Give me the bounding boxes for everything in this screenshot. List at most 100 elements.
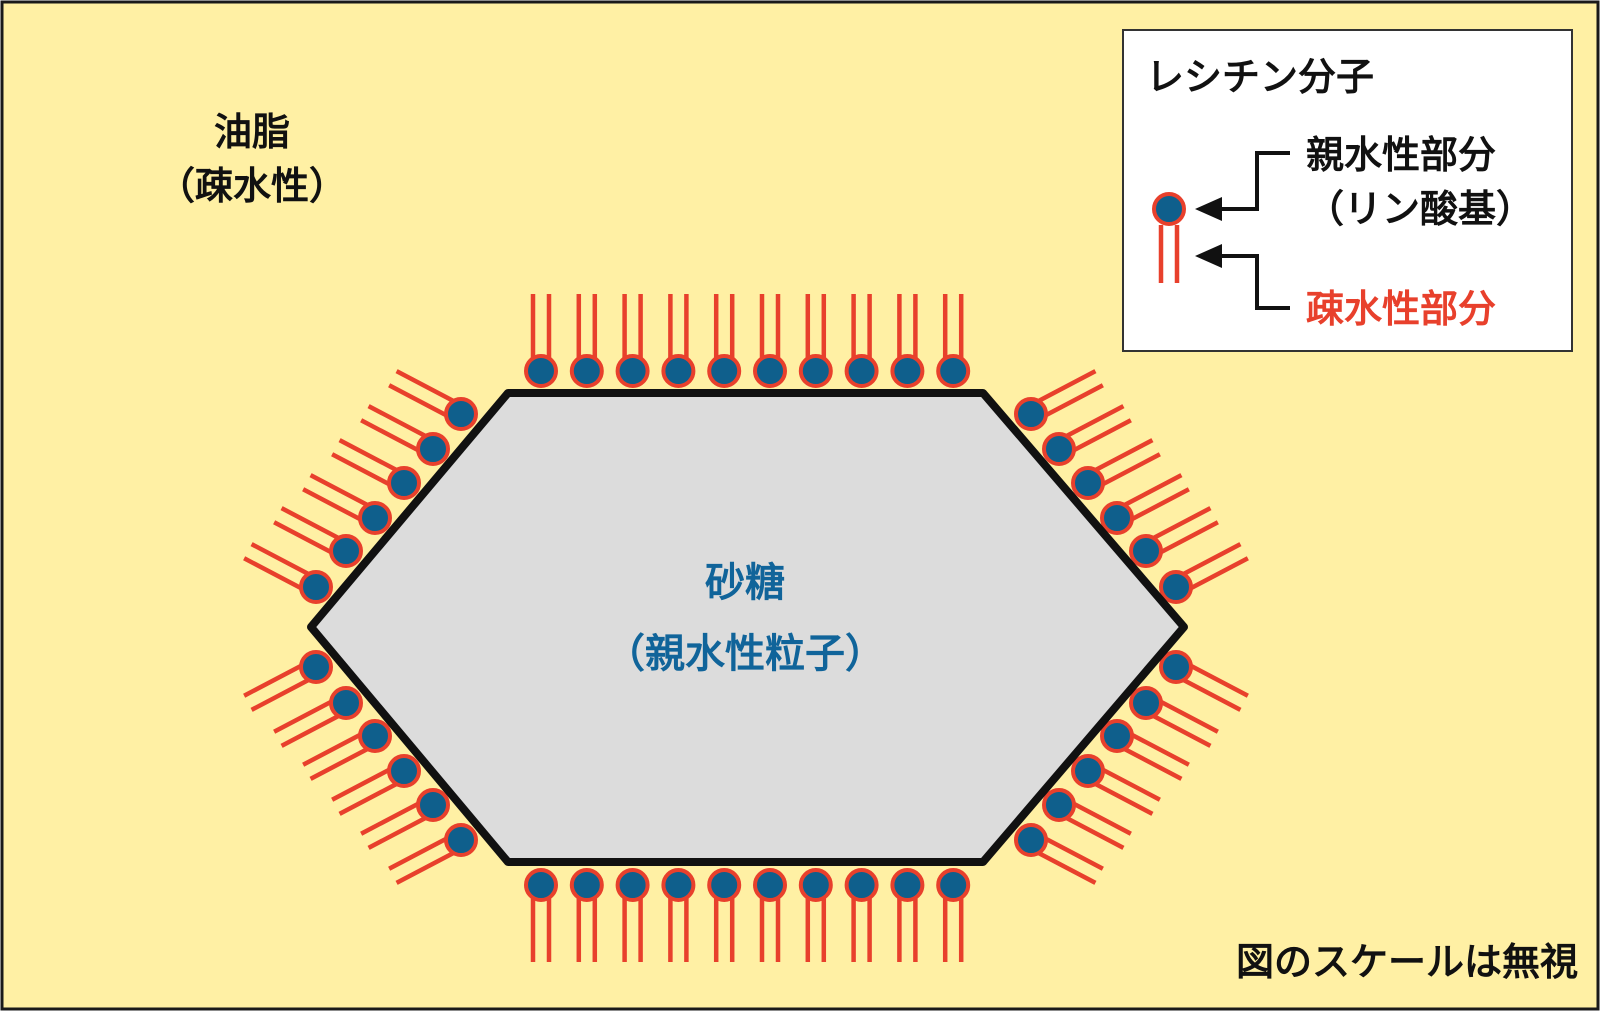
lecithin-head [1014,397,1048,431]
phosphate-label: （リン酸基） [1306,187,1534,231]
lecithin-head [1014,823,1048,857]
lecithin-tail [243,556,302,591]
lecithin-head [753,868,787,902]
hydrophilic-label: 親水性部分 [1306,133,1496,177]
lecithin-tail [243,663,302,698]
lecithin-tail [1102,452,1161,487]
lecithin-head [615,868,650,902]
lecithin-head [936,868,971,902]
lecithin-head [524,868,558,902]
lecithin-tail [1131,487,1190,522]
hydrophilic-arrow [1220,151,1290,211]
lecithin-tail [273,520,332,555]
lecithin-tail [309,473,369,507]
legend-molecule-head [1152,192,1186,226]
lecithin-tail [1160,520,1219,555]
lecithin-tail [367,816,427,850]
lecithin-tail [1131,732,1190,767]
lecithin-head [1159,650,1193,684]
lecithin-tail [1094,782,1154,816]
lecithin-head [524,354,558,388]
lecithin-tail [280,714,340,748]
lecithin-head [1071,754,1105,788]
lecithin-tail [395,851,455,885]
lecithin-head [1159,570,1193,604]
lecithin-tail [1123,747,1183,781]
lecithin-head [444,823,478,857]
lecithin-tail [388,383,447,418]
lecithin-tail [1065,404,1125,438]
lecithin-tail [1182,678,1242,712]
lecithin-head [844,354,879,388]
lecithin-tail [1152,506,1212,540]
lecithin-head [358,501,392,535]
lecithin-head [1042,788,1076,822]
lecithin-head [569,354,604,388]
lecithin-head [387,466,421,500]
lecithin-tail [250,678,310,712]
lecithin-head [1071,466,1105,500]
lecithin-tail [280,506,340,540]
lecithin-head [890,868,925,902]
lecithin-tail [1045,836,1104,871]
lecithin-tail [360,418,419,453]
scale-note: 図のスケールは無視 [1236,940,1578,984]
lecithin-tail [1094,438,1154,472]
sugar-particle [307,389,1188,866]
lecithin-head [1042,432,1076,466]
lecithin-head [416,432,450,466]
legend: レシチン分子 親水性部分 （リン酸基） 疎水性部分 [1122,29,1573,352]
hydrophilic-arrowhead [1195,197,1222,221]
lecithin-tail [1065,816,1125,850]
lecithin-head [936,354,971,388]
lecithin-tail [1073,418,1132,453]
oil-property-label: （疎水性） [157,164,347,208]
lecithin-tail [1123,473,1183,507]
lecithin-head [299,570,333,604]
lecithin-tail [1102,767,1161,802]
lecithin-tail [1037,369,1097,403]
lecithin-tail [1190,663,1249,698]
oil-label: 油脂 [214,110,290,154]
lecithin-tail [1190,556,1249,591]
lecithin-head [707,354,742,388]
hydrophobic-label: 疎水性部分 [1306,287,1496,331]
lecithin-head [798,868,833,902]
lecithin-head [1129,534,1163,568]
lecithin-tail [309,747,369,781]
lecithin-tail [367,404,427,438]
lecithin-head [798,354,833,388]
lecithin-tail [1160,699,1219,734]
lecithin-head [387,754,421,788]
lecithin-tail [360,801,419,836]
lecithin-tail [395,369,455,403]
lecithin-head [358,719,392,753]
particle-label: 砂糖 [705,560,785,606]
lecithin-layer [243,294,1249,962]
lecithin-tail [1037,851,1097,885]
lecithin-head [615,354,650,388]
particle-property-label: （親水性粒子） [605,631,885,677]
lecithin-tail [273,699,332,734]
lecithin-head [1100,501,1134,535]
lecithin-tail [338,782,398,816]
lecithin-tail [388,836,447,871]
lecithin-head [661,868,696,902]
lecithin-tail [331,767,390,802]
lecithin-tail [338,438,398,472]
lecithin-head [890,354,925,388]
lecithin-tail [1152,714,1212,748]
legend-title: レシチン分子 [1146,55,1374,99]
lecithin-head [569,868,604,902]
lecithin-head [329,686,363,720]
lecithin-tail [1073,801,1132,836]
lecithin-head [299,650,333,684]
lecithin-tail [1045,383,1104,418]
lecithin-head [1100,719,1134,753]
lecithin-head [753,354,787,388]
lecithin-tail [250,542,310,576]
lecithin-tail [1182,542,1242,576]
lecithin-head [661,354,696,388]
